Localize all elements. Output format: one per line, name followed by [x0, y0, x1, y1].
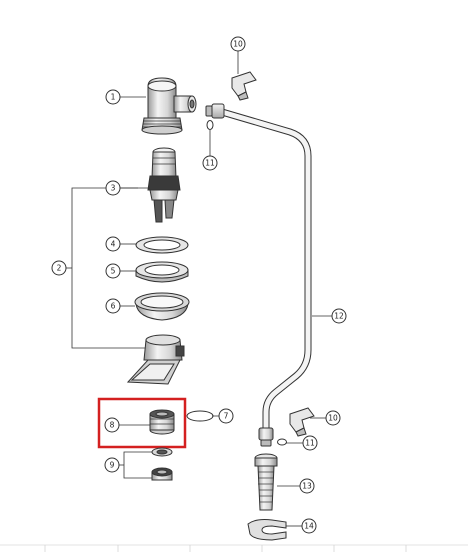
part-10-clip-bottom [289, 407, 315, 437]
part-8-highlight-box [97, 397, 187, 449]
part-14-u-clip [247, 519, 287, 541]
svg-text:3: 3 [111, 184, 116, 193]
callout-12: 12 [331, 308, 347, 324]
callout-5: 5 [105, 263, 121, 279]
callout-3: 3 [105, 180, 121, 196]
part-6-flange [134, 292, 190, 321]
svg-text:10: 10 [328, 414, 338, 423]
part-3-mechanism [147, 147, 181, 223]
callout-14: 14 [301, 518, 317, 534]
callout-6: 6 [105, 298, 121, 314]
part-9-washers [151, 447, 173, 481]
svg-text:9: 9 [110, 461, 115, 470]
part-7-o-ring [186, 410, 214, 422]
part-12-tube [205, 103, 312, 447]
svg-text:8: 8 [110, 421, 115, 430]
svg-text:14: 14 [304, 522, 314, 531]
part-11-ring-top [206, 120, 214, 130]
page-edge-ticks [0, 544, 468, 552]
svg-text:1: 1 [111, 93, 116, 102]
callout-11-top: 11 [202, 155, 218, 171]
leader-lines [119, 51, 332, 527]
svg-text:7: 7 [224, 412, 229, 421]
callout-4: 4 [105, 236, 121, 252]
callout-11-bottom: 11 [302, 435, 318, 451]
callout-9: 9 [104, 457, 120, 473]
callout-2: 2 [51, 260, 67, 276]
svg-text:5: 5 [111, 267, 116, 276]
callout-10-bottom: 10 [325, 410, 341, 426]
callout-1: 1 [105, 89, 121, 105]
svg-text:11: 11 [305, 439, 315, 448]
callout-8: 8 [104, 417, 120, 433]
svg-text:11: 11 [205, 159, 215, 168]
svg-text:12: 12 [334, 312, 344, 321]
svg-text:2: 2 [57, 264, 62, 273]
svg-text:6: 6 [111, 302, 116, 311]
svg-text:10: 10 [233, 40, 243, 49]
part-8-fitting [149, 409, 175, 435]
part-11-ring-bottom [277, 438, 287, 446]
part-10-clip-top [231, 71, 257, 101]
part-5-nut [135, 261, 189, 283]
callout-10-top: 10 [230, 36, 246, 52]
part-2-bracket [126, 334, 185, 385]
part-13-drain [254, 453, 278, 511]
part-1-body [141, 77, 197, 135]
callout-13: 13 [299, 478, 315, 494]
svg-text:4: 4 [111, 240, 116, 249]
callout-7: 7 [218, 408, 234, 424]
part-4-washer [135, 236, 189, 254]
svg-text:13: 13 [302, 482, 312, 491]
